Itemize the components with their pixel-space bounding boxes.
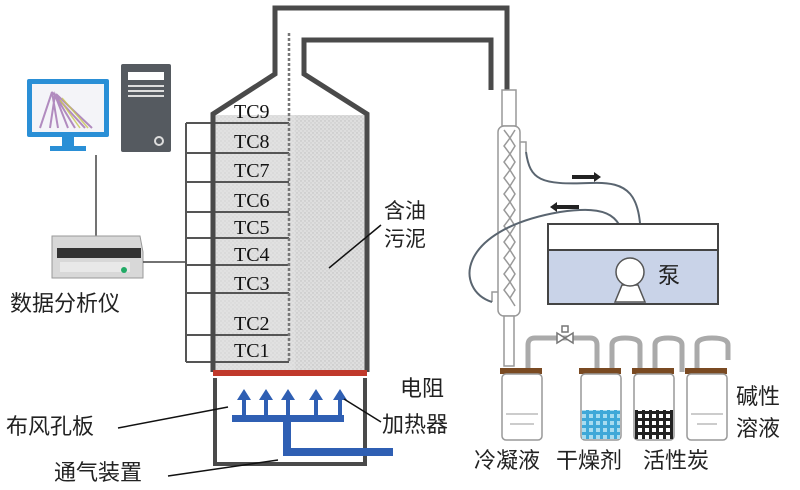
tc-label: TC1 xyxy=(234,340,270,362)
tc-label: TC6 xyxy=(234,190,270,212)
data-analyzer-label: 数据分析仪 xyxy=(10,292,120,317)
tc-label: TC3 xyxy=(234,273,270,295)
tc-label: TC9 xyxy=(234,101,270,123)
wind-box xyxy=(213,378,367,466)
leader-line xyxy=(328,224,382,269)
data-analyzer-icon xyxy=(51,235,144,279)
resistance-heater xyxy=(213,370,367,376)
air-distributor-label: 布风孔板 xyxy=(6,415,94,440)
tc-label: TC2 xyxy=(234,313,270,335)
desiccant-label: 干燥剂 xyxy=(556,449,622,474)
condensate-bottle xyxy=(500,368,543,441)
heater-label-2: 加热器 xyxy=(382,413,448,438)
leader-line xyxy=(167,459,279,477)
monitor-icon xyxy=(27,79,109,151)
alkaline-solution-label-2: 溶液 xyxy=(736,417,780,442)
tc-label: TC4 xyxy=(234,244,270,266)
heater-label-1: 电阻 xyxy=(400,377,444,402)
alkaline-solution-bottle xyxy=(685,368,728,441)
desiccant-bottle xyxy=(579,368,622,441)
alkaline-solution-label-1: 碱性 xyxy=(736,385,780,410)
oily-sludge-label-1: 含油 xyxy=(384,199,426,223)
tc-label: TC7 xyxy=(234,160,270,182)
leader-line xyxy=(117,406,229,429)
thermocouple-labels: TC9 TC8 TC7 TC6 TC5 TC4 TC3 TC2 TC1 xyxy=(234,101,270,362)
leader-line xyxy=(343,398,382,423)
activated-carbon-bottle xyxy=(632,368,675,441)
pump-label: 泵 xyxy=(658,264,680,289)
aeration-device-label: 通气装置 xyxy=(54,461,142,486)
computer-tower-icon xyxy=(121,64,171,152)
pump-icon xyxy=(613,257,647,303)
oily-sludge-label-2: 污泥 xyxy=(384,227,426,251)
thermocouple-wiring xyxy=(185,122,289,363)
flow-arrow-icon xyxy=(550,172,601,212)
condensate-label: 冷凝液 xyxy=(474,449,540,474)
cooling-inlet-tube xyxy=(468,208,628,303)
tc-label: TC8 xyxy=(234,131,270,153)
sludge-shade xyxy=(215,115,295,370)
activated-carbon-label: 活性炭 xyxy=(643,449,709,474)
air-flow-arrows xyxy=(232,389,393,456)
condenser xyxy=(491,89,527,367)
cooling-outlet-tube xyxy=(525,151,642,241)
tc-label: TC5 xyxy=(234,217,270,239)
reactor-vessel xyxy=(210,5,510,372)
valve-icon xyxy=(556,325,574,345)
